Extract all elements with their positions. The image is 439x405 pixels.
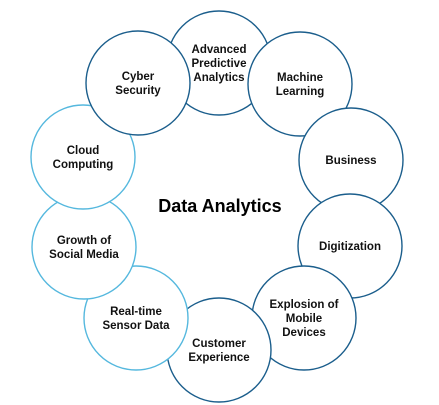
node-label-line: Business <box>325 155 376 167</box>
node-label-line: Security <box>115 85 161 97</box>
node-business: Business <box>298 107 404 213</box>
node-label-line: Learning <box>276 86 325 98</box>
node-label-line: Mobile <box>286 313 322 325</box>
node-circle <box>30 104 136 210</box>
node-label-line: Digitization <box>319 241 381 253</box>
node-label-line: Real-time <box>110 306 162 318</box>
node-label-line: Growth of <box>57 235 111 247</box>
node-circle <box>31 194 137 300</box>
node-label-line: Advanced <box>192 44 247 56</box>
node-circle <box>247 31 353 137</box>
node-label-line: Predictive <box>192 58 247 70</box>
node-label-line: Cloud <box>67 145 100 157</box>
node-label-line: Experience <box>188 352 249 364</box>
node-label-line: Analytics <box>193 72 244 84</box>
node-label-line: Customer <box>192 338 246 350</box>
node-label-line: Cyber <box>122 71 155 83</box>
node-label-line: Machine <box>277 72 323 84</box>
node-label-line: Explosion of <box>270 299 339 311</box>
node-label-line: Sensor Data <box>102 320 170 332</box>
center-label: Data Analytics <box>158 196 281 216</box>
node-label-line: Social Media <box>49 249 119 261</box>
node-label-line: Devices <box>282 327 325 339</box>
node-label-line: Computing <box>53 159 114 171</box>
node-circle <box>85 30 191 136</box>
node-growth-of-social-media: Growth of Social Media <box>31 194 137 300</box>
